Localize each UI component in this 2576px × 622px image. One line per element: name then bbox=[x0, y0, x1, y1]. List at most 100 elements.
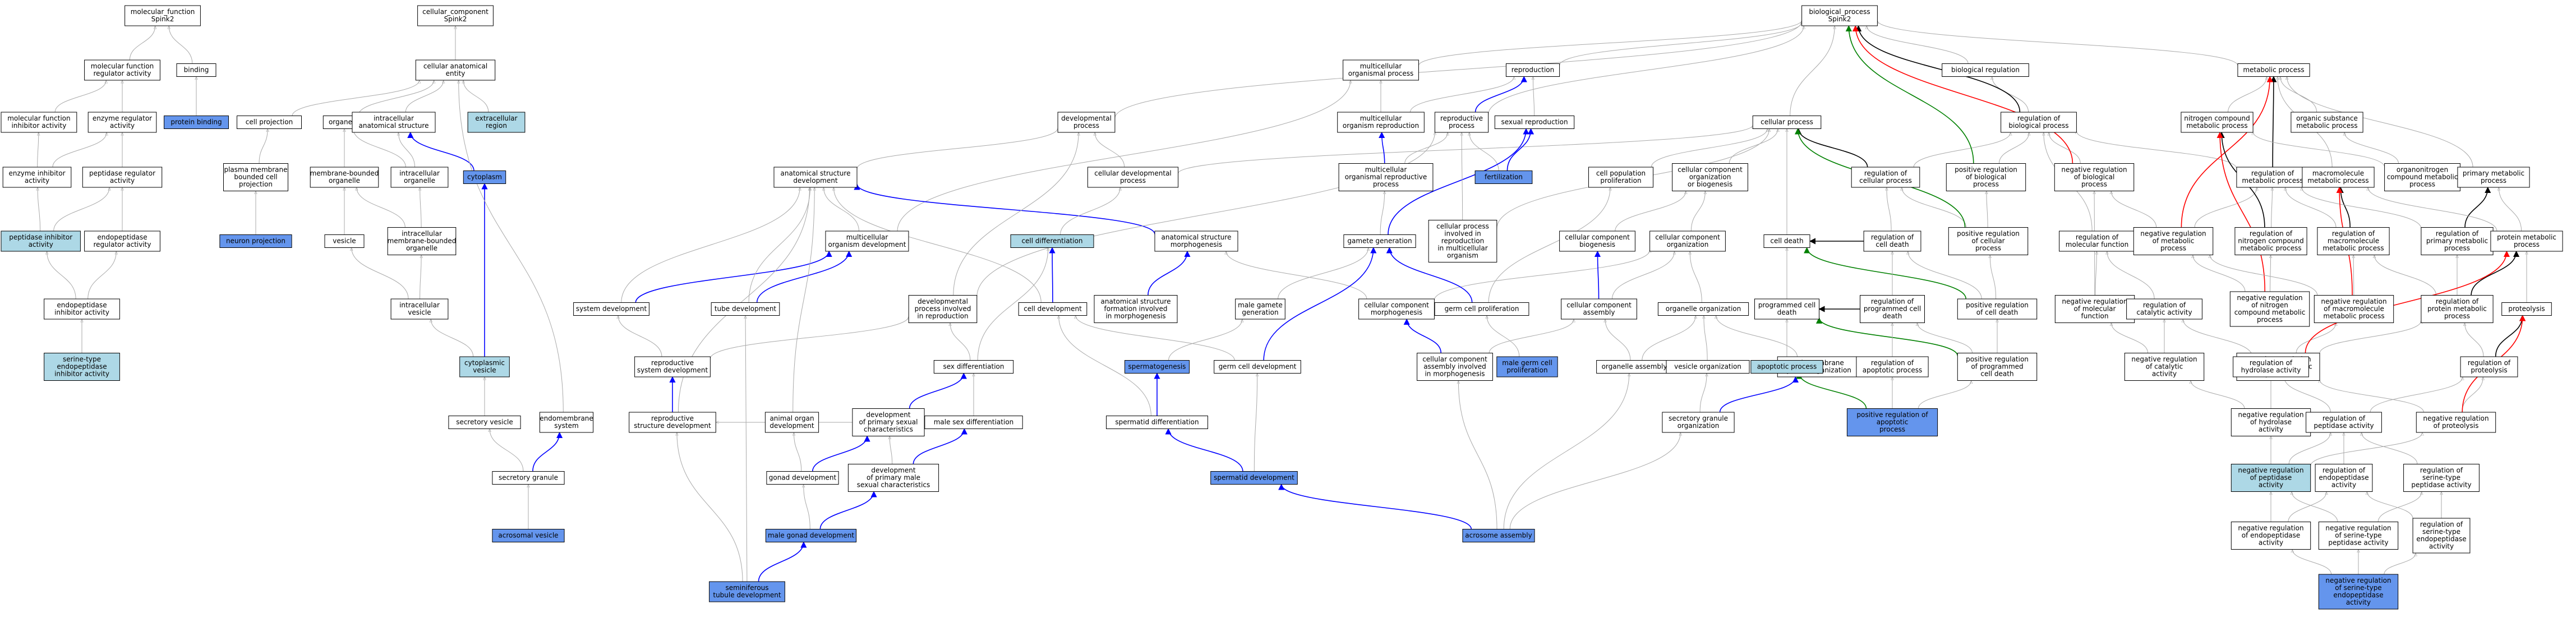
term-node-gonad[interactable]: gonad development bbox=[766, 471, 839, 485]
term-node-spermdiff[interactable]: spermatid differentiation bbox=[1106, 416, 1208, 429]
term-node-cytoplasm[interactable]: cytoplasm bbox=[463, 171, 506, 184]
term-node-malegonad[interactable]: male gonad development bbox=[765, 529, 857, 542]
term-node-vesicle[interactable]: vesicle bbox=[324, 234, 365, 248]
term-node-acrosome[interactable]: acrosome assembly bbox=[1462, 529, 1535, 542]
term-node-celldiff[interactable]: cell differentiation bbox=[1010, 234, 1094, 248]
term-node-cellddev[interactable]: cell development bbox=[1018, 302, 1087, 316]
term-node-orgorg[interactable]: organelle organization bbox=[1657, 302, 1749, 316]
term-node-binding[interactable]: binding bbox=[176, 63, 216, 77]
term-node-sexrepro[interactable]: sexual reproduction bbox=[1494, 116, 1575, 129]
term-node-neuronproj[interactable]: neuron projection bbox=[219, 234, 292, 248]
term-node-spermdev[interactable]: spermatid development bbox=[1210, 471, 1298, 485]
term-node-acroves[interactable]: acrosomal vesicle bbox=[492, 529, 565, 542]
term-node-vesorg[interactable]: vesicle organization bbox=[1666, 360, 1750, 374]
term-node-sysdev[interactable]: system development bbox=[573, 302, 649, 316]
term-node-apop[interactable]: apoptotic process bbox=[1750, 360, 1823, 374]
term-node-gamgen[interactable]: gamete generation bbox=[1343, 234, 1416, 248]
term-node-regserendo[interactable]: regulation ofserine-typeendopeptidaseact… bbox=[2412, 518, 2471, 554]
term-node-celldeath[interactable]: cell death bbox=[1763, 234, 1810, 248]
term-node-repro[interactable]: reproduction bbox=[1505, 63, 1560, 77]
term-node-proteol[interactable]: proteolysis bbox=[2501, 302, 2552, 316]
term-node-cellproc[interactable]: cellular process bbox=[1752, 116, 1822, 129]
term-node-tubedev[interactable]: tube development bbox=[711, 302, 780, 316]
term-node-bioreg[interactable]: biological regulation bbox=[1942, 63, 2029, 77]
term-node-spermgen[interactable]: spermatogenesis bbox=[1125, 360, 1190, 374]
term-node-sexdiff[interactable]: sex differentiation bbox=[933, 360, 1014, 374]
